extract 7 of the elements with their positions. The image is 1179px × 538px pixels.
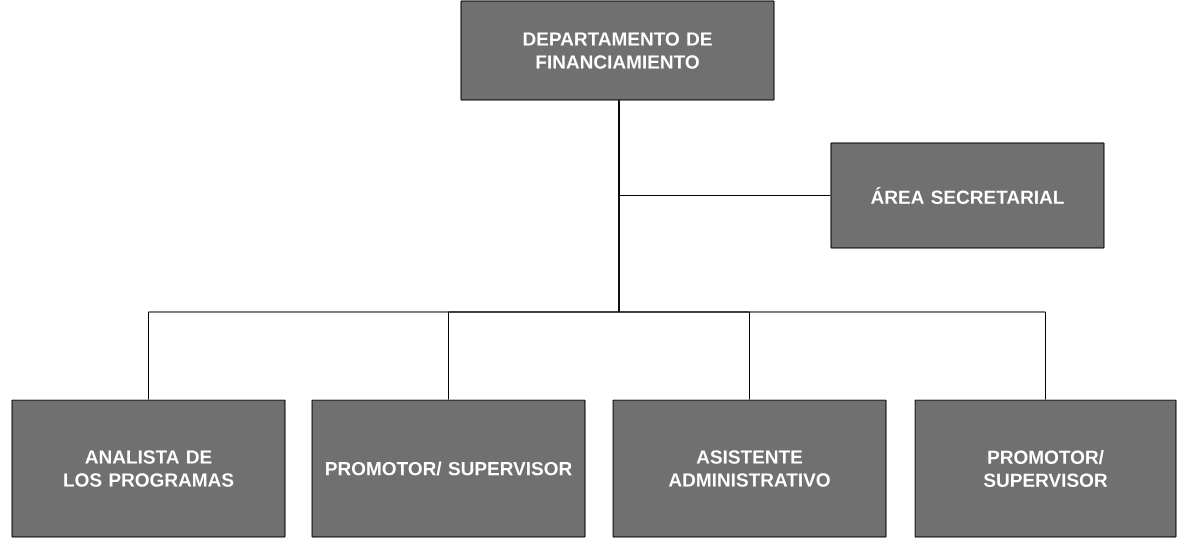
- org-box: DEPARTAMENTO DE FINANCIAMIENTO: [460, 0, 775, 101]
- org-box: ÁREA SECRETARIAL: [830, 142, 1105, 249]
- org-box: ANALISTA DE LOS PROGRAMAS: [11, 399, 286, 538]
- connector-line: [618, 100, 1046, 400]
- org-box: PROMOTOR/ SUPERVISOR: [311, 399, 586, 538]
- org-box: PROMOTOR/ SUPERVISOR: [914, 399, 1177, 538]
- org-box: ASISTENTE ADMINISTRATIVO: [612, 399, 887, 538]
